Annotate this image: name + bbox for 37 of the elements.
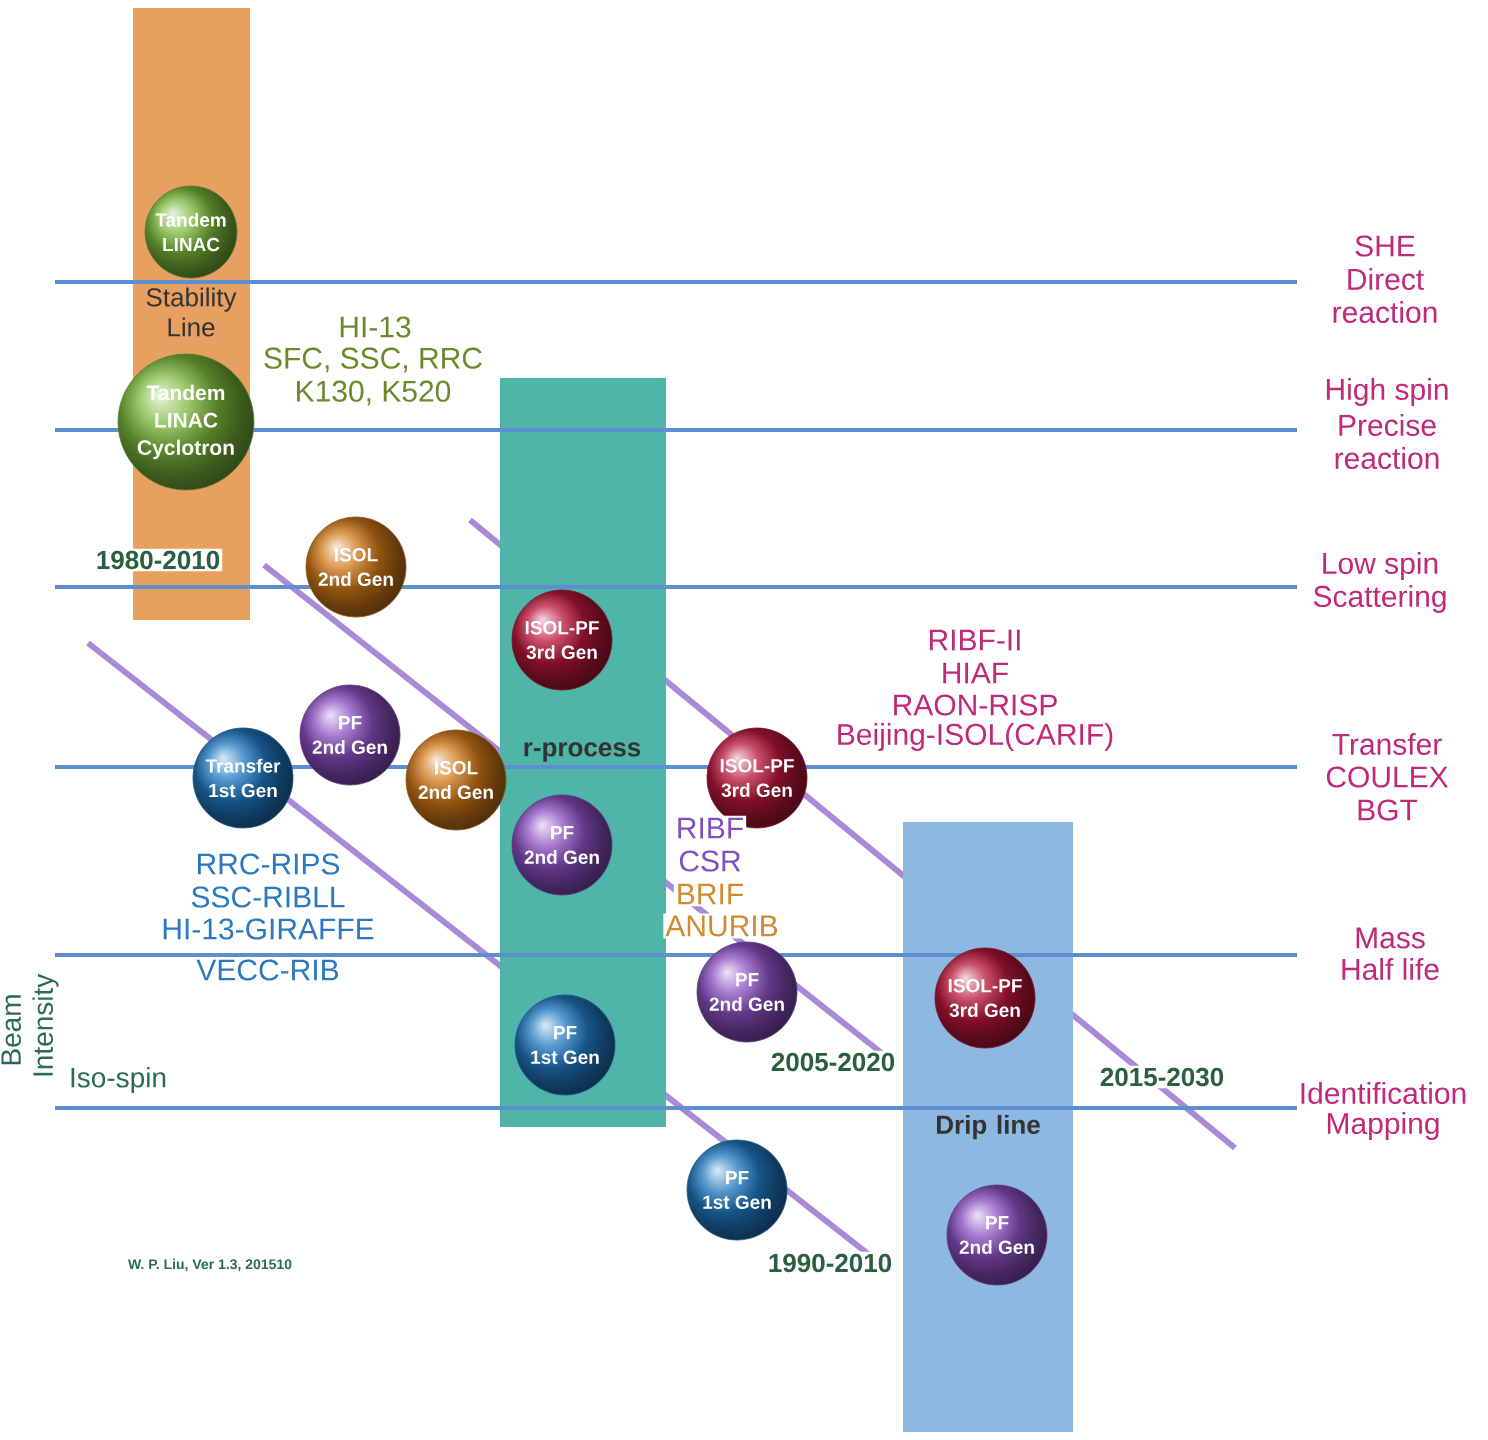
measurement-label: Identification xyxy=(1301,1082,1466,1104)
facility-label: VECC-RIB xyxy=(194,957,342,983)
facility-label: HI-13-GIRAFFE xyxy=(163,918,374,940)
measurement-label: Half life xyxy=(1342,958,1439,980)
facility-label: BRIF xyxy=(673,881,747,907)
facility-label: RRC-RIPS xyxy=(197,853,340,875)
axis-label: Beam Intensity xyxy=(1,973,59,1076)
credit-note: W. P. Liu, Ver 1.3, 201510 xyxy=(128,1258,292,1272)
facility-label: RAON-RISP xyxy=(894,694,1057,716)
measurement-label: Mass xyxy=(1356,927,1425,949)
axis-label: Iso-spin xyxy=(71,1066,166,1094)
measurement-label: Low spin xyxy=(1323,552,1438,580)
facility-label: Beijing-ISOL(CARIF) xyxy=(838,723,1113,751)
measurement-label: Direct xyxy=(1348,268,1424,290)
date-label: 1990-2010 xyxy=(765,1251,895,1275)
measurement-label: reaction xyxy=(1333,301,1437,323)
facility-label: ANURIB xyxy=(663,913,781,939)
measurement-label: reaction xyxy=(1335,447,1439,469)
facility-label: SSC-RIBLL xyxy=(191,886,345,908)
date-label: 1980-2010 xyxy=(93,548,223,572)
measurement-label: BGT xyxy=(1358,799,1418,821)
facility-label: SFC, SSC, RRC xyxy=(264,347,482,373)
facility-label: HIAF xyxy=(943,662,1008,684)
facility-label: RIBF-II xyxy=(929,629,1020,651)
facility-label: K130, K520 xyxy=(297,380,451,406)
measurement-label: Precise xyxy=(1339,414,1436,436)
date-label: 2005-2020 xyxy=(768,1050,898,1074)
facility-label: RIBF xyxy=(673,815,747,841)
date-label: 2015-2030 xyxy=(1097,1065,1227,1089)
facility-label: CSR xyxy=(676,848,744,874)
measurement-label: SHE xyxy=(1355,235,1415,257)
measurement-label: COULEX xyxy=(1326,766,1449,788)
facility-label: HI-13 xyxy=(340,316,411,338)
measurement-label: Scattering xyxy=(1313,585,1446,613)
measurement-label: Transfer xyxy=(1332,733,1442,755)
measurement-label: High spin xyxy=(1326,378,1448,406)
measurement-label: Mapping xyxy=(1327,1112,1439,1140)
